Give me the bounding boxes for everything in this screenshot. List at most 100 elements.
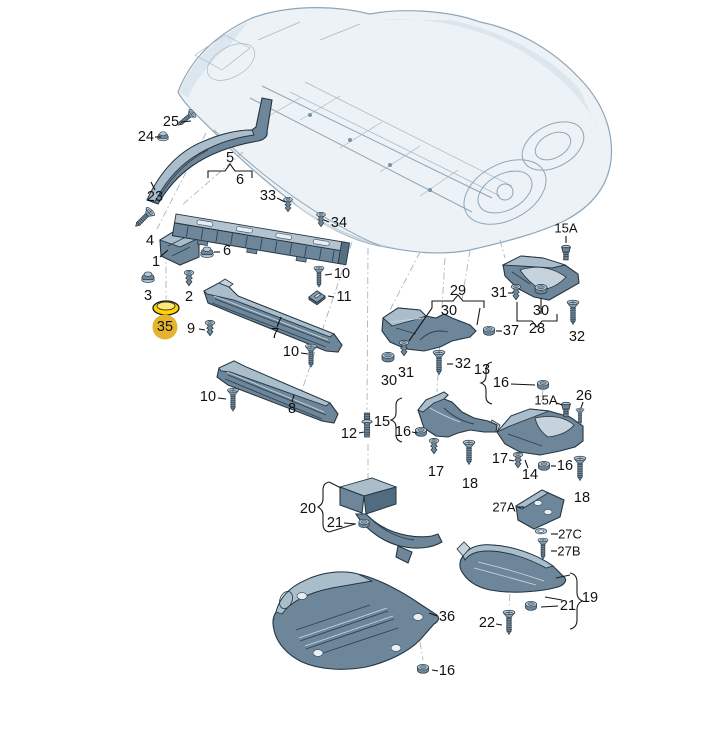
callout-17[interactable]: 17 bbox=[492, 451, 515, 467]
callout-6[interactable]: 6 bbox=[236, 172, 244, 188]
callout-number[interactable]: 11 bbox=[336, 289, 351, 305]
callout-18[interactable]: 18 bbox=[574, 490, 590, 506]
callout-14[interactable]: 14 bbox=[522, 459, 538, 483]
callout-15A[interactable]: 15A bbox=[554, 221, 578, 244]
callout-15A[interactable]: 15A bbox=[534, 393, 563, 408]
callout-30[interactable]: 30 bbox=[381, 373, 397, 389]
callout-number[interactable]: 35 bbox=[157, 319, 173, 335]
callout-27A[interactable]: 27A bbox=[492, 500, 524, 515]
callout-number[interactable]: 34 bbox=[331, 215, 347, 231]
callout-number[interactable]: 17 bbox=[492, 451, 508, 467]
part-35-grommet-highlighted[interactable] bbox=[152, 300, 180, 316]
callout-31[interactable]: 31 bbox=[491, 285, 513, 301]
callout-number[interactable]: 22 bbox=[479, 615, 495, 631]
callout-16[interactable]: 16 bbox=[551, 458, 573, 474]
callout-13[interactable]: 13 bbox=[474, 362, 490, 378]
callout-16[interactable]: 16 bbox=[395, 424, 418, 440]
callout-24[interactable]: 24 bbox=[138, 129, 161, 145]
callout-23[interactable]: 23 bbox=[147, 181, 163, 205]
callout-17[interactable]: 17 bbox=[428, 464, 444, 480]
callout-22[interactable]: 22 bbox=[479, 615, 503, 631]
callout-31[interactable]: 31 bbox=[398, 365, 414, 381]
callout-4[interactable]: 4 bbox=[146, 233, 154, 249]
callout-27C[interactable]: 27C bbox=[551, 527, 582, 542]
callout-number[interactable]: 18 bbox=[462, 476, 478, 492]
callout-number[interactable]: 15A bbox=[534, 393, 557, 408]
callout-number[interactable]: 13 bbox=[474, 362, 490, 378]
callout-number[interactable]: 8 bbox=[288, 401, 296, 417]
callout-21[interactable]: 21 bbox=[540, 598, 576, 614]
callout-6[interactable]: 6 bbox=[214, 243, 231, 259]
callout-32[interactable]: 32 bbox=[447, 356, 471, 372]
callout-number[interactable]: 16 bbox=[439, 663, 455, 679]
callout-number[interactable]: 5 bbox=[226, 150, 234, 166]
callout-9[interactable]: 9 bbox=[187, 321, 206, 337]
callout-10[interactable]: 10 bbox=[200, 389, 227, 405]
callout-34[interactable]: 34 bbox=[323, 215, 347, 231]
callout-10[interactable]: 10 bbox=[283, 344, 309, 360]
callout-number[interactable]: 16 bbox=[557, 458, 573, 474]
callout-number[interactable]: 32 bbox=[569, 329, 585, 345]
callout-number[interactable]: 36 bbox=[439, 609, 455, 625]
callout-number[interactable]: 24 bbox=[138, 129, 154, 145]
callout-19[interactable]: 19 bbox=[582, 590, 598, 606]
callout-number[interactable]: 17 bbox=[428, 464, 444, 480]
callout-number[interactable]: 10 bbox=[334, 266, 350, 282]
callout-number[interactable]: 37 bbox=[503, 323, 519, 339]
callout-26[interactable]: 26 bbox=[576, 388, 592, 409]
callout-number[interactable]: 10 bbox=[200, 389, 216, 405]
callout-number[interactable]: 4 bbox=[146, 233, 154, 249]
callout-7[interactable]: 7 bbox=[271, 316, 282, 342]
callout-number[interactable]: 32 bbox=[455, 356, 471, 372]
callout-number[interactable]: 2 bbox=[185, 289, 193, 305]
callout-number[interactable]: 9 bbox=[187, 321, 195, 337]
callout-20[interactable]: 20 bbox=[300, 501, 316, 517]
callout-number[interactable]: 31 bbox=[398, 365, 414, 381]
callout-number[interactable]: 25 bbox=[163, 114, 179, 130]
callout-3[interactable]: 3 bbox=[144, 288, 152, 304]
callout-number[interactable]: 12 bbox=[341, 426, 357, 442]
callout-number[interactable]: 28 bbox=[529, 321, 545, 337]
callout-number[interactable]: 15A bbox=[554, 221, 577, 236]
callout-15[interactable]: 15 bbox=[374, 414, 390, 430]
callout-number[interactable]: 10 bbox=[283, 344, 299, 360]
callout-number[interactable]: 26 bbox=[576, 388, 592, 404]
callout-number[interactable]: 30 bbox=[533, 303, 549, 319]
callout-number[interactable]: 31 bbox=[491, 285, 507, 301]
callout-37[interactable]: 37 bbox=[496, 323, 519, 339]
callout-number[interactable]: 21 bbox=[327, 515, 343, 531]
callout-number[interactable]: 27C bbox=[558, 527, 582, 542]
callout-number[interactable]: 23 bbox=[147, 189, 163, 205]
callout-number[interactable]: 6 bbox=[223, 243, 231, 259]
callout-number[interactable]: 18 bbox=[574, 490, 590, 506]
callout-30[interactable]: 30 bbox=[533, 303, 549, 319]
callout-35[interactable]: 35 bbox=[152, 314, 178, 340]
callout-1[interactable]: 1 bbox=[152, 249, 169, 270]
callout-number[interactable]: 1 bbox=[152, 254, 160, 270]
callout-number[interactable]: 16 bbox=[493, 375, 509, 391]
callout-11[interactable]: 11 bbox=[327, 289, 352, 305]
callout-number[interactable]: 3 bbox=[144, 288, 152, 304]
callout-number[interactable]: 27B bbox=[557, 544, 580, 559]
callout-21[interactable]: 21 bbox=[327, 515, 357, 531]
callout-number[interactable]: 20 bbox=[300, 501, 316, 517]
callout-number[interactable]: 33 bbox=[260, 188, 276, 204]
callout-number[interactable]: 21 bbox=[560, 598, 576, 614]
callout-number[interactable]: 29 bbox=[450, 283, 466, 299]
callout-32[interactable]: 32 bbox=[569, 329, 585, 345]
callout-27B[interactable]: 27B bbox=[551, 544, 581, 559]
callout-number[interactable]: 15 bbox=[374, 414, 390, 430]
callout-36[interactable]: 36 bbox=[428, 609, 455, 625]
callout-2[interactable]: 2 bbox=[185, 289, 193, 305]
callout-5[interactable]: 5 bbox=[226, 150, 234, 166]
callout-number[interactable]: 7 bbox=[271, 326, 279, 342]
callout-33[interactable]: 33 bbox=[260, 188, 286, 204]
callout-16[interactable]: 16 bbox=[431, 663, 455, 679]
callout-25[interactable]: 25 bbox=[163, 114, 192, 130]
callout-10[interactable]: 10 bbox=[324, 266, 350, 282]
callout-16[interactable]: 16 bbox=[493, 375, 536, 391]
callout-29[interactable]: 29 bbox=[450, 283, 466, 299]
callout-number[interactable]: 6 bbox=[236, 172, 244, 188]
callout-30[interactable]: 30 bbox=[441, 303, 457, 319]
callout-number[interactable]: 27A bbox=[492, 500, 515, 515]
